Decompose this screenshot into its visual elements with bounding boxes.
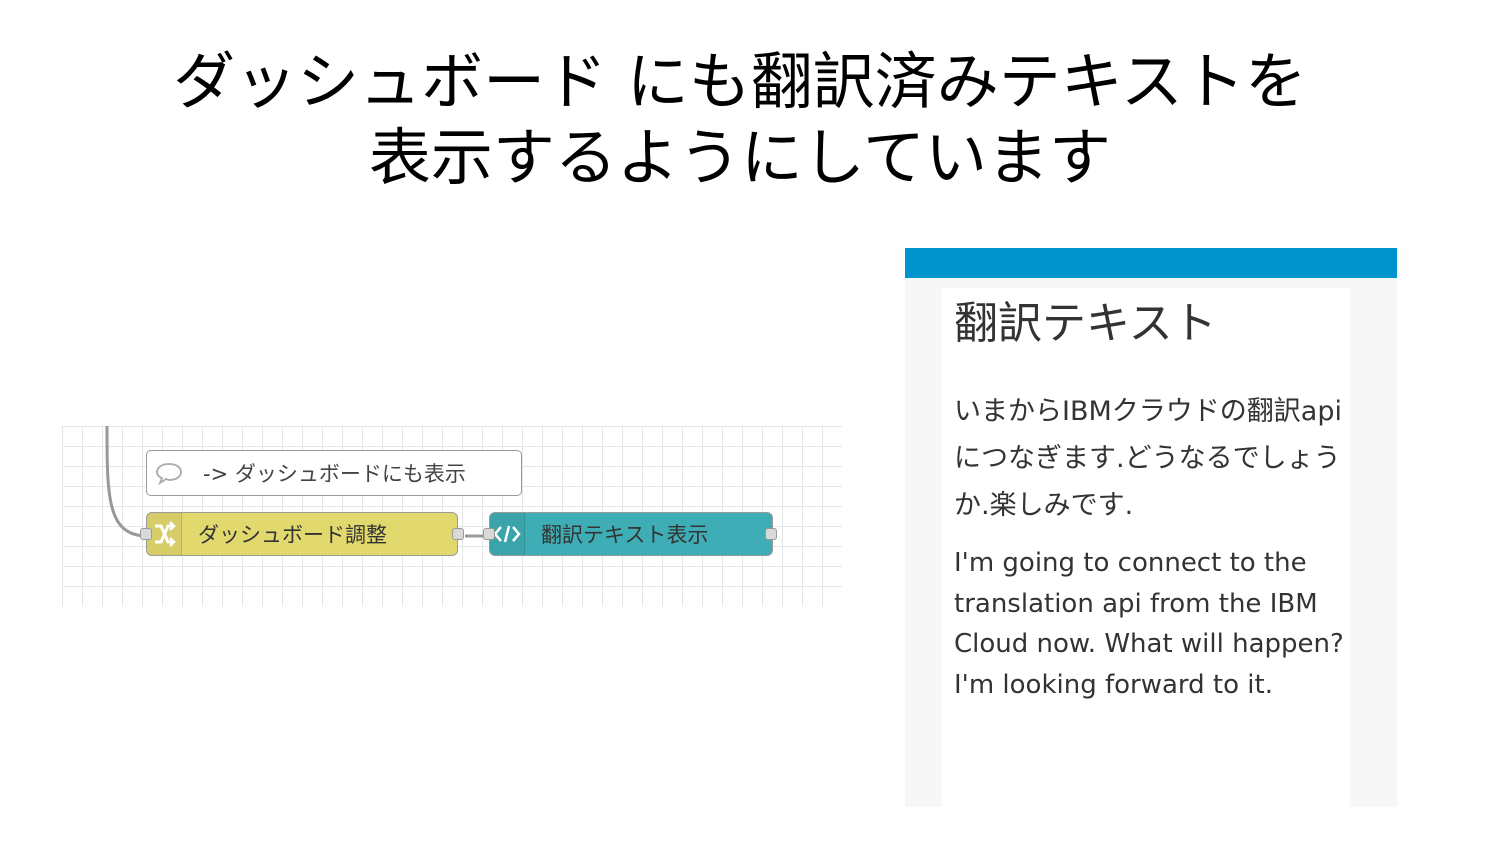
slide-title: ダッシュボード にも翻訳済みテキストを 表示するようにしています [0,44,1480,196]
shuffle-icon [147,513,182,555]
comment-node[interactable]: -> ダッシュボードにも表示 [146,450,522,496]
template-node-input-port[interactable] [483,528,495,540]
dashboard-header [905,248,1397,278]
comment-node-label: -> ダッシュボードにも表示 [203,462,466,486]
template-node[interactable]: 翻訳テキスト表示 [489,512,773,556]
code-icon [490,513,525,555]
dashboard-card-title: 翻訳テキスト [954,298,1217,349]
dashboard-english-text: I'm going to connect to the translation … [954,548,1344,700]
template-node-label: 翻訳テキスト表示 [541,523,709,547]
incoming-wire [105,426,148,538]
slide-title-line2: 表示するようにしています [368,121,1112,194]
slide-title-line1: ダッシュボード にも翻訳済みテキストを [173,45,1307,118]
template-node-output-port[interactable] [765,528,777,540]
change-node-label: ダッシュボード調整 [198,523,387,547]
change-node-input-port[interactable] [140,528,152,540]
change-node[interactable]: ダッシュボード調整 [146,512,458,556]
dashboard-japanese-text: いまからIBMクラウドの翻訳apiにつなぎます.どうなるでしょうか.楽しみです. [954,396,1342,521]
flow-canvas[interactable]: -> ダッシュボードにも表示 ダッシュボード調整 翻訳テキスト表示 [62,426,842,606]
dashboard-text-card: 翻訳テキスト いまからIBMクラウドの翻訳apiにつなぎます.どうなるでしょうか… [942,288,1350,807]
change-node-output-port[interactable] [452,528,464,540]
comment-icon [147,451,191,495]
